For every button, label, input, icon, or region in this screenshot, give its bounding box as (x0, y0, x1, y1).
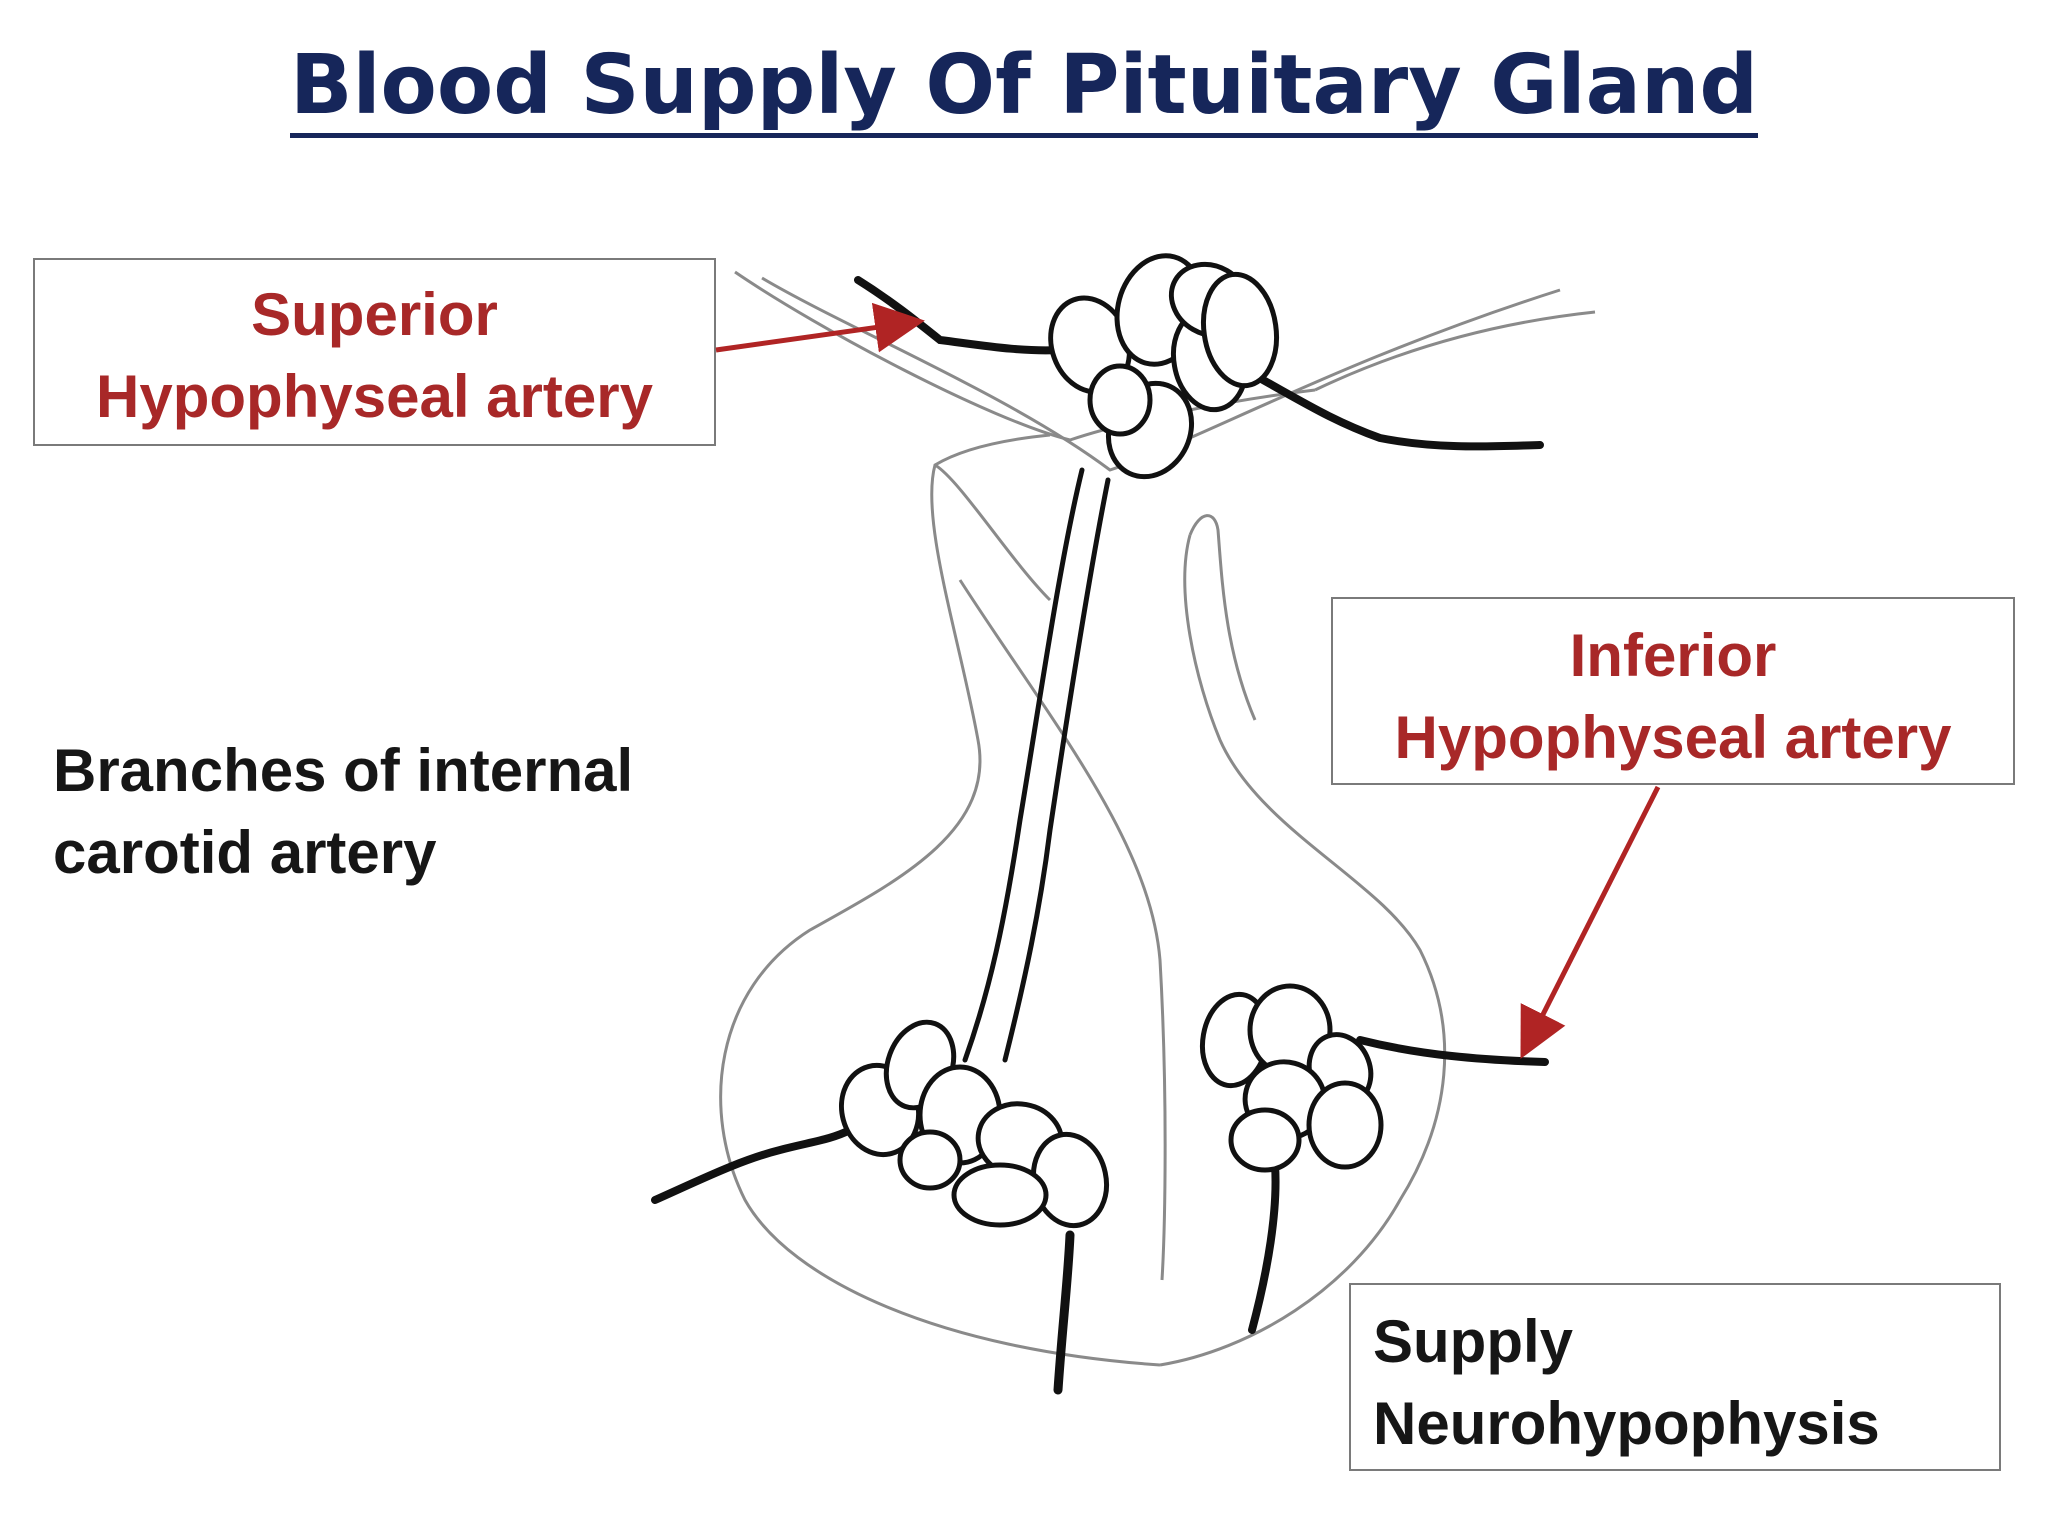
neurohypophysis-label-box: Supply Neurohypophysis (1349, 1283, 2001, 1471)
pars-tuberalis-line (934, 463, 1052, 602)
neuro-label-line2: Neurohypophysis (1373, 1390, 1880, 1457)
secondary-capillary-plexus (838, 1019, 1109, 1229)
lower-left-artery (651, 1126, 854, 1204)
inferior-hypophyseal-artery (1356, 1036, 1549, 1066)
internal-carotid-branches-label: Branches of internal carotid artery (53, 730, 633, 894)
superior-branch-right (1241, 366, 1544, 451)
superior-label-line1: Superior (251, 281, 498, 348)
superior-hypophyseal-artery (854, 276, 1064, 355)
inferior-arrow (1520, 785, 1661, 1059)
branches-label-line2: carotid artery (53, 819, 437, 886)
neural-stalk-inner (1188, 514, 1257, 721)
neuro-label-line1: Supply (1373, 1308, 1574, 1375)
neurohypophysis-capillary-plexus (1199, 983, 1384, 1173)
superior-hypophyseal-label-box: Superior Hypophyseal artery (33, 258, 716, 446)
hypothalamus-right-curve (1314, 310, 1596, 392)
superior-arrow (715, 302, 925, 353)
capillary-plexuses (838, 253, 1384, 1229)
diagram-title-text: Blood Supply Of Pituitary Gland (289, 38, 1759, 138)
inferior-label-line1: Inferior (1569, 622, 1777, 689)
bottom-center-vein (1053, 1230, 1075, 1395)
portal-vessel-1 (962, 467, 1085, 1063)
lower-right-vein (1248, 1161, 1280, 1334)
adenohypophysis-outline (719, 433, 1161, 1367)
neurohypophysis-outline (1159, 534, 1447, 1367)
inferior-hypophyseal-label-box: Inferior Hypophyseal artery (1331, 597, 2015, 785)
diagram-title: Blood Supply Of Pituitary Gland (0, 38, 2048, 138)
superior-label-line2: Hypophyseal artery (96, 363, 653, 430)
vessels (651, 276, 1549, 1395)
inferior-label-line2: Hypophyseal artery (1394, 704, 1952, 771)
branches-label-line1: Branches of internal (53, 737, 634, 804)
primary-capillary-plexus (1048, 253, 1279, 480)
portal-vessel-2 (1002, 477, 1111, 1063)
